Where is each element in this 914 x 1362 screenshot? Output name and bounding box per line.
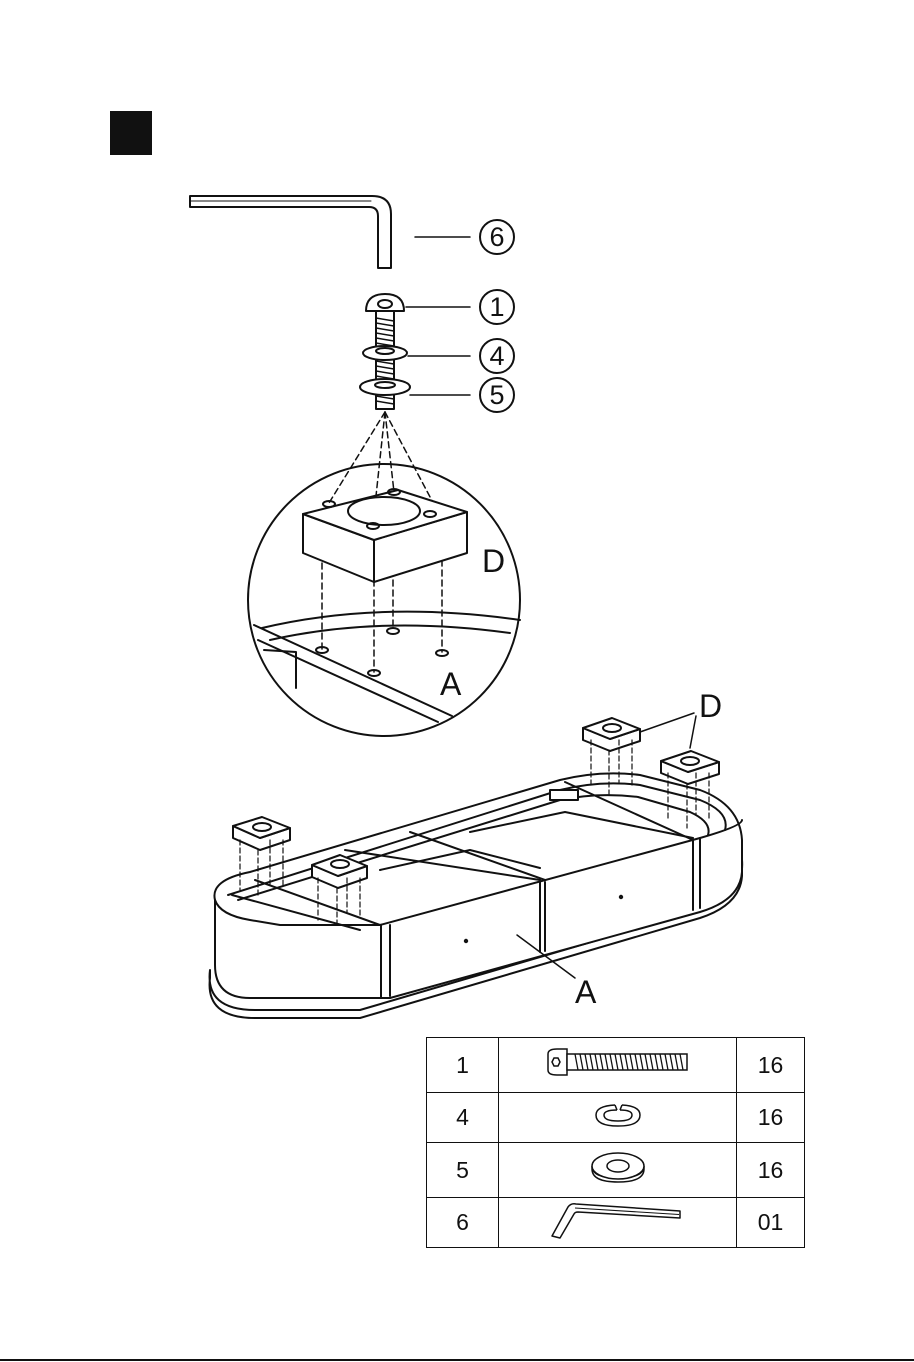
table-row: 4 16 bbox=[427, 1093, 805, 1143]
detail-zoom-view bbox=[248, 412, 520, 736]
page-bottom-rule bbox=[0, 1359, 914, 1361]
flat-washer-icon bbox=[499, 1143, 737, 1198]
hex-key-icon bbox=[499, 1198, 737, 1248]
bolt-stack-drawing bbox=[360, 294, 410, 409]
part-id: 1 bbox=[427, 1038, 499, 1093]
callout-hex-key: 6 bbox=[479, 219, 515, 255]
label-frame-zoom: A bbox=[440, 668, 461, 700]
callout-bolt: 1 bbox=[479, 289, 515, 325]
table-base-drawing bbox=[210, 773, 743, 1018]
spring-washer-icon bbox=[499, 1093, 737, 1143]
label-frame-main: A bbox=[575, 976, 596, 1008]
part-qty: 16 bbox=[737, 1038, 805, 1093]
table-row: 5 16 bbox=[427, 1143, 805, 1198]
part-qty: 01 bbox=[737, 1198, 805, 1248]
table-row: 6 01 bbox=[427, 1198, 805, 1248]
bolt-icon bbox=[499, 1038, 737, 1093]
label-foot-main: D bbox=[699, 690, 722, 722]
part-id: 4 bbox=[427, 1093, 499, 1143]
part-qty: 16 bbox=[737, 1093, 805, 1143]
table-row: 1 bbox=[427, 1038, 805, 1093]
part-qty: 16 bbox=[737, 1143, 805, 1198]
label-foot-zoom: D bbox=[482, 545, 505, 577]
hex-key-drawing bbox=[190, 196, 391, 268]
parts-table: 1 bbox=[426, 1037, 805, 1248]
callout-spring-washer: 4 bbox=[479, 338, 515, 374]
callout-flat-washer: 5 bbox=[479, 377, 515, 413]
part-id: 6 bbox=[427, 1198, 499, 1248]
part-id: 5 bbox=[427, 1143, 499, 1198]
